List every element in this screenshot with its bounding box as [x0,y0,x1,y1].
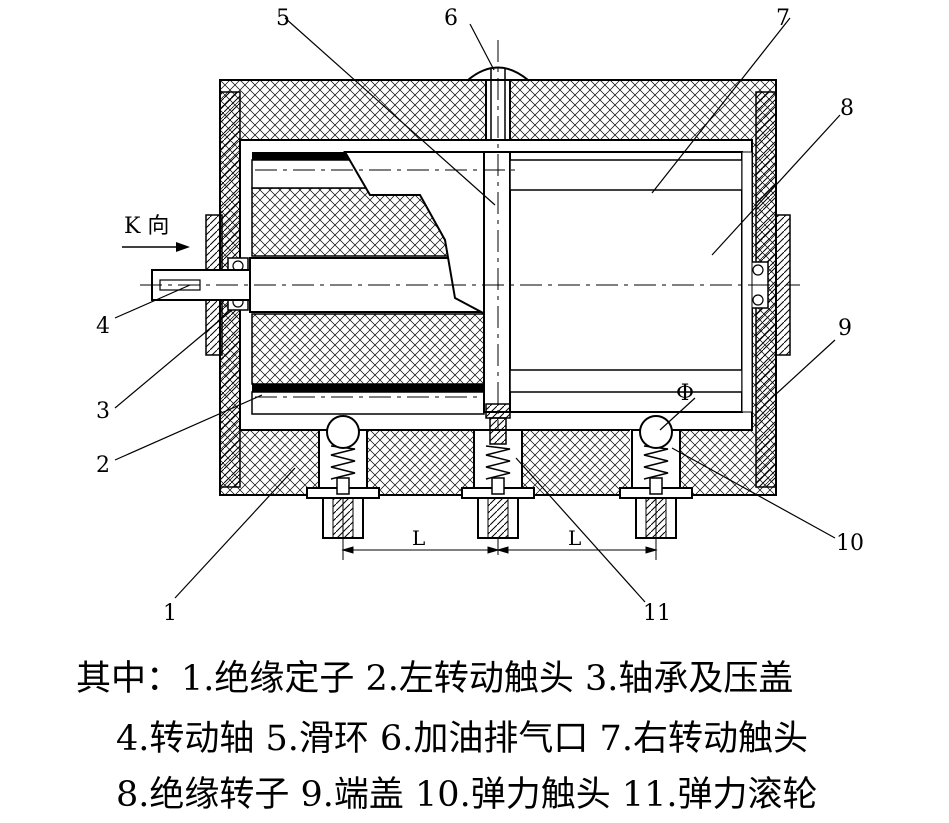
leader-lines [114,17,841,603]
insulated-rotor-right [741,151,753,413]
label-dimension-right: L [568,526,581,550]
label-6: 6 [444,6,458,31]
label-4: 4 [96,314,110,339]
label-1: 1 [163,601,177,626]
part-number-labels: 5 6 7 8 4 3 2 9 10 1 11 K 向 L L Φ [96,6,864,626]
elastic-contacts [306,415,693,539]
caption-line-1: 其中：1.绝缘定子 2.左转动触头 3.轴承及压盖 [76,659,794,699]
k-direction-arrow [122,242,190,252]
caption-line-2: 4.转动轴 5.滑环 6.加油排气口 7.右转动触头 [116,719,808,759]
label-2: 2 [96,453,110,478]
label-5: 5 [276,6,290,31]
oil-vent-port [465,66,531,140]
label-10: 10 [836,531,864,556]
caption-line-3: 8.绝缘转子 9.端盖 10.弹力触头 11.弹力滚轮 [116,775,818,815]
label-11: 11 [643,601,671,626]
label-dimension-left: L [412,526,425,550]
label-3: 3 [96,399,110,424]
slip-ring [483,151,511,419]
elastic-contact-2 [461,417,535,539]
label-7: 7 [776,6,790,31]
label-9: 9 [838,316,852,341]
label-phi: Φ [676,381,694,406]
label-8: 8 [840,96,854,121]
elastic-contact-3 [619,415,693,539]
right-rotating-contact [509,151,743,413]
dimension-lines [341,498,658,560]
label-k-direction: K 向 [124,214,169,239]
